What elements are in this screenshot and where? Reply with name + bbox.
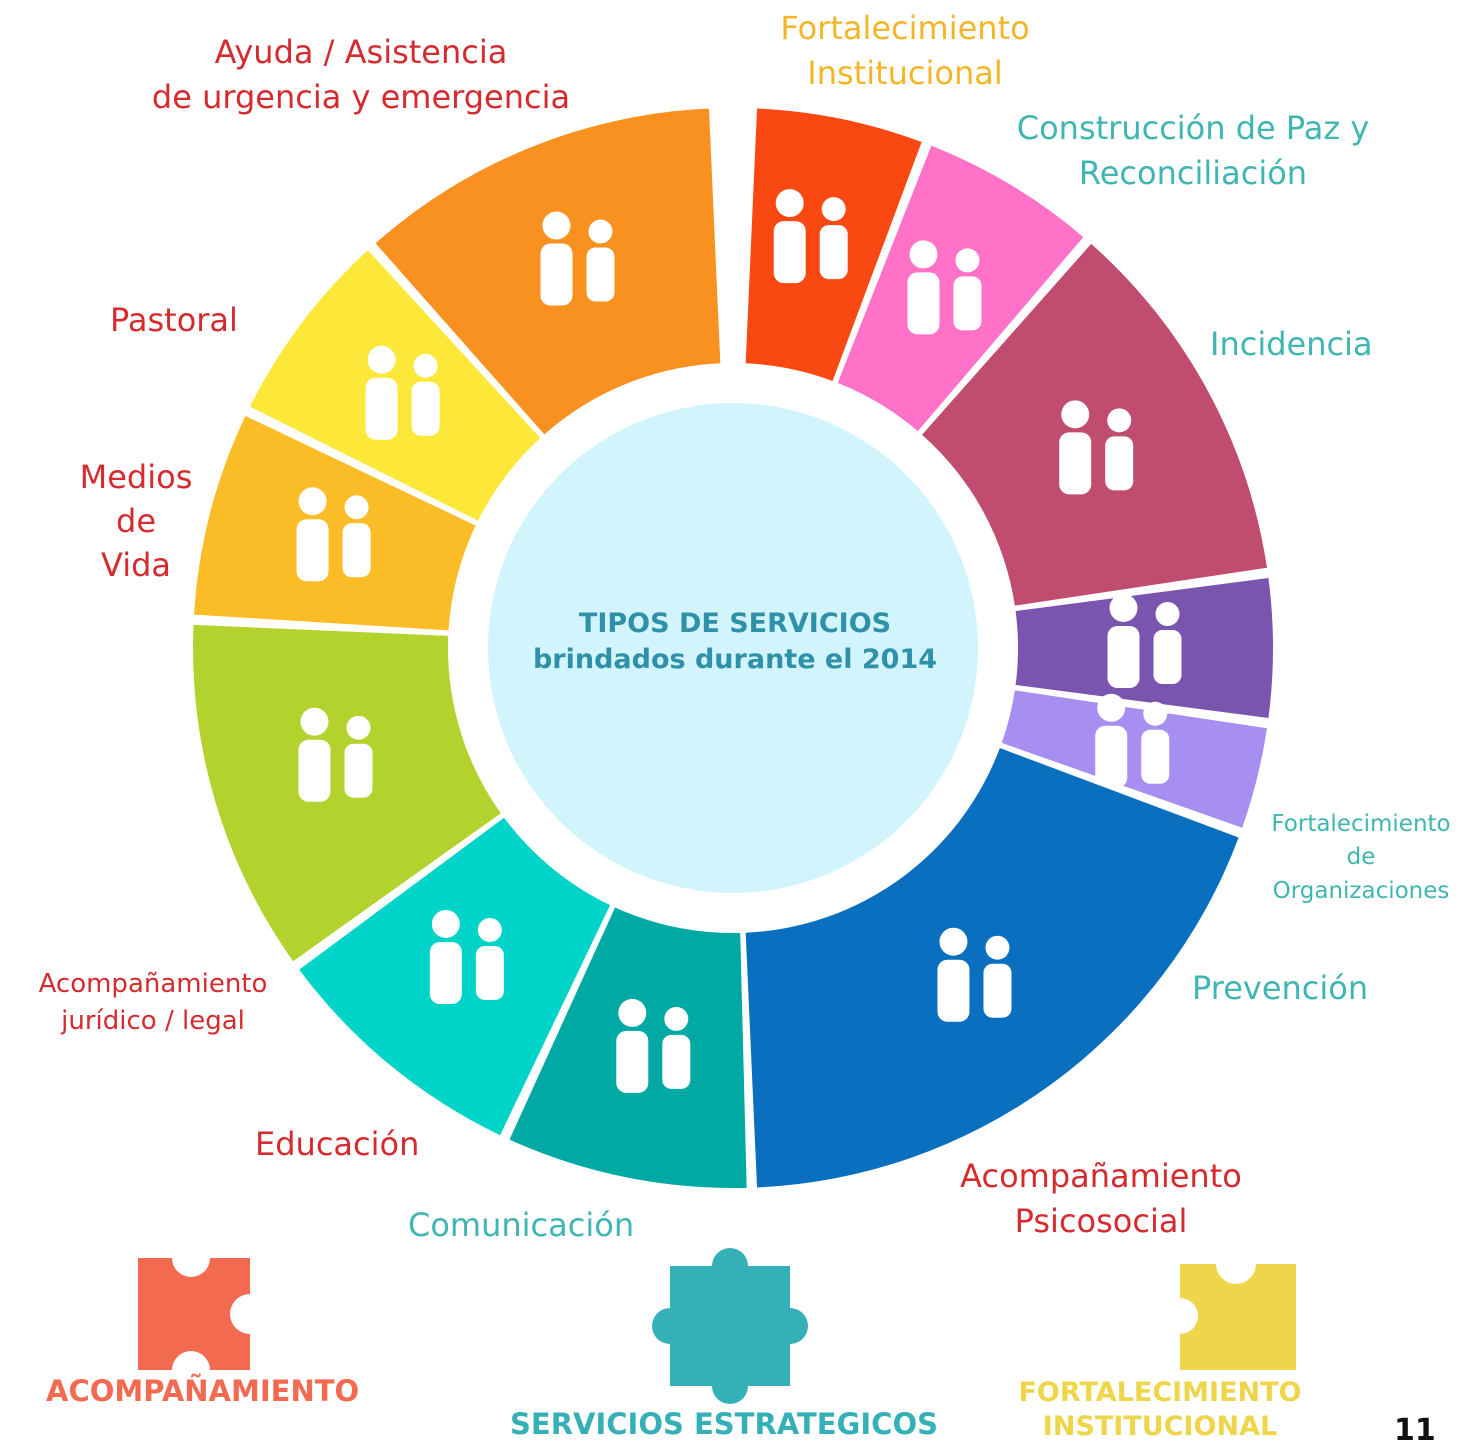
label-incidencia: Incidencia — [1210, 325, 1373, 363]
legend-fi-line2: INSTITUCIONAL — [1042, 1410, 1278, 1442]
families-icon — [1107, 594, 1182, 688]
tree-person-icon — [907, 240, 982, 335]
label-juridico-line2: jurídico / legal — [61, 1005, 245, 1036]
segment-prevencion — [1001, 690, 1267, 828]
counseling-icon — [937, 927, 1012, 1022]
puzzle-piece-icon-acompanamiento — [138, 1258, 250, 1370]
label-psicosocial-line2: Psicosocial — [1014, 1201, 1188, 1240]
segment-incidencia — [922, 243, 1267, 606]
label-fortalecimiento-organizaciones: Fortalecimiento de Organizaciones — [1248, 808, 1474, 908]
legend-fortalecimiento-institucional: FORTALECIMIENTO INSTITUCIONAL — [1010, 1376, 1310, 1444]
label-construccion-line1: Construcción de Paz y — [1016, 109, 1370, 147]
label-fo-line2: de — [1346, 844, 1376, 871]
people-group-icon — [773, 189, 848, 284]
label-acompanamiento-psicosocial: Acompañamiento Psicosocial — [940, 1154, 1262, 1244]
handshake-icon — [365, 345, 440, 440]
label-prevencion: Prevención — [1192, 969, 1369, 1007]
legend-fi-line1: FORTALECIMIENTO — [1018, 1377, 1302, 1408]
label-medios-line1: Medios — [79, 458, 193, 496]
label-construccion-line2: Reconciliación — [1078, 153, 1308, 192]
family-violence-icon — [1095, 693, 1170, 788]
label-medios-vida: Medios de Vida — [66, 455, 206, 587]
label-construccion-paz: Construcción de Paz y Reconciliación — [996, 106, 1390, 196]
label-fi-line1: Fortalecimiento — [780, 9, 1030, 47]
label-educacion: Educación — [255, 1125, 420, 1163]
center-disc — [488, 403, 978, 893]
label-fo-line3: Organizaciones — [1272, 877, 1450, 904]
label-ayuda-line1: Ayuda / Asistencia — [214, 33, 508, 71]
satellite-dish-icon — [616, 998, 691, 1093]
label-juridico-line1: Acompañamiento — [38, 969, 268, 999]
center-title-line2: brindados durante el 2014 — [532, 643, 938, 675]
legend-acompanamiento: ACOMPAÑAMIENTO — [46, 1374, 360, 1408]
graduate-icon — [429, 909, 504, 1004]
label-fortalecimiento-institucional: Fortalecimiento Institucional — [760, 6, 1050, 96]
label-ayuda-asistencia: Ayuda / Asistencia de urgencia y emergen… — [136, 30, 586, 120]
puzzle-piece-icon-fortalecimiento — [1180, 1264, 1296, 1370]
growth-chart-icon — [296, 487, 371, 582]
label-medios-line2: de — [116, 502, 156, 541]
migration-desk-icon — [298, 707, 373, 802]
label-medios-line3: Vida — [101, 546, 171, 585]
two-people-chat-icon — [1059, 400, 1134, 495]
label-pastoral: Pastoral — [110, 301, 238, 339]
center-title-line1: TIPOS DE SERVICIOS — [578, 608, 892, 639]
segment-medios-vida — [194, 415, 476, 631]
house-family-icon — [540, 211, 615, 306]
label-acompanamiento-juridico: Acompañamiento jurídico / legal — [14, 966, 292, 1040]
label-fo-line1: Fortalecimiento — [1271, 811, 1451, 837]
label-ayuda-line2: de urgencia y emergencia — [151, 77, 571, 116]
label-comunicacion: Comunicación — [408, 1206, 635, 1244]
label-fi-line2: Institucional — [807, 53, 1003, 92]
label-psicosocial-line1: Acompañamiento — [960, 1157, 1242, 1195]
puzzle-piece-icon-servicios — [652, 1248, 808, 1404]
center-title: TIPOS DE SERVICIOS brindados durante el … — [490, 606, 980, 677]
page-number: 11 — [1394, 1413, 1436, 1448]
segment-fortalecimiento-organizaciones — [1015, 577, 1273, 719]
legend-servicios-estrategicos: SERVICIOS ESTRATEGICOS — [510, 1407, 938, 1441]
